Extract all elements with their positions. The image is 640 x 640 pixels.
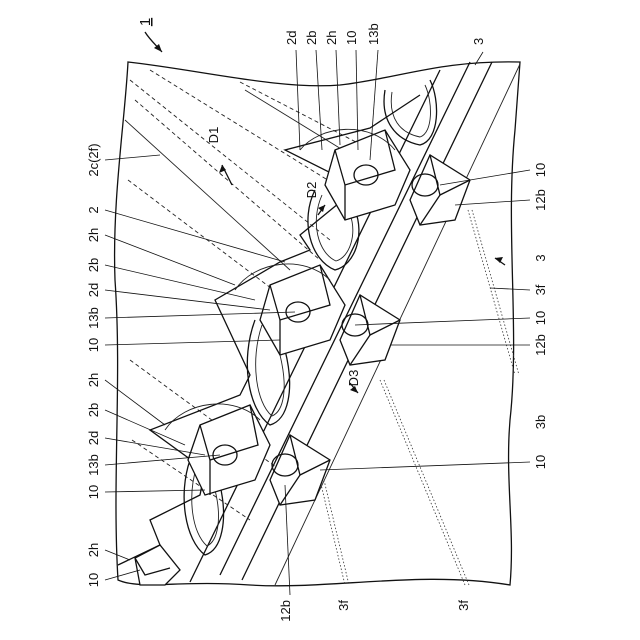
tooth-block-1 bbox=[325, 130, 410, 220]
label-top-3: 3 bbox=[471, 38, 486, 45]
label-10-c: 10 bbox=[86, 573, 101, 587]
arrow-1 bbox=[145, 32, 162, 52]
label-2h-c: 2h bbox=[86, 543, 101, 557]
label-r-3: 3 bbox=[533, 254, 548, 261]
label-13b-b: 13b bbox=[86, 454, 101, 476]
arrow-d1 bbox=[219, 165, 232, 185]
label-top-2b: 2b bbox=[304, 31, 319, 45]
label-2c2f: 2c(2f) bbox=[86, 143, 101, 176]
label-top-2d: 2d bbox=[284, 31, 299, 45]
label-10-b: 10 bbox=[86, 485, 101, 499]
label-top-10: 10 bbox=[344, 31, 359, 45]
label-2h-a: 2h bbox=[86, 228, 101, 242]
label-2d-a: 2d bbox=[86, 283, 101, 297]
label-ref-1: 1 bbox=[137, 18, 154, 26]
label-2h-b: 2h bbox=[86, 373, 101, 387]
arrow-d2 bbox=[318, 205, 325, 215]
tooth-block-3 bbox=[188, 405, 270, 495]
belt3-dotted-lines bbox=[320, 210, 519, 585]
label-b-3f-b: 3f bbox=[456, 600, 471, 611]
label-d2: D2 bbox=[304, 182, 319, 199]
label-2b-a: 2b bbox=[86, 258, 101, 272]
label-r-10-a: 10 bbox=[533, 163, 548, 177]
label-r-12b-b: 12b bbox=[533, 334, 548, 356]
arrow-3 bbox=[495, 257, 505, 265]
label-2d-b: 2d bbox=[86, 431, 101, 445]
tooth-block-4 bbox=[135, 545, 180, 585]
label-13b-a: 13b bbox=[86, 307, 101, 329]
label-r-12b-a: 12b bbox=[533, 189, 548, 211]
label-b-3f-a: 3f bbox=[336, 600, 351, 611]
label-r-3f: 3f bbox=[533, 284, 548, 295]
label-10-a: 10 bbox=[86, 338, 101, 352]
label-r-10-c: 10 bbox=[533, 455, 548, 469]
label-top-13b: 13b bbox=[366, 23, 381, 45]
label-r-10-b: 10 bbox=[533, 311, 548, 325]
label-2: 2 bbox=[86, 206, 101, 213]
label-2b-b: 2b bbox=[86, 403, 101, 417]
label-b-12b: 12b bbox=[278, 600, 293, 622]
label-d1: D1 bbox=[206, 127, 221, 144]
label-d3: D3 bbox=[346, 370, 361, 387]
engage-block-2 bbox=[340, 295, 400, 365]
label-r-3b: 3b bbox=[533, 415, 548, 429]
tooth-block-2 bbox=[260, 265, 345, 355]
label-top-2h: 2h bbox=[324, 31, 339, 45]
